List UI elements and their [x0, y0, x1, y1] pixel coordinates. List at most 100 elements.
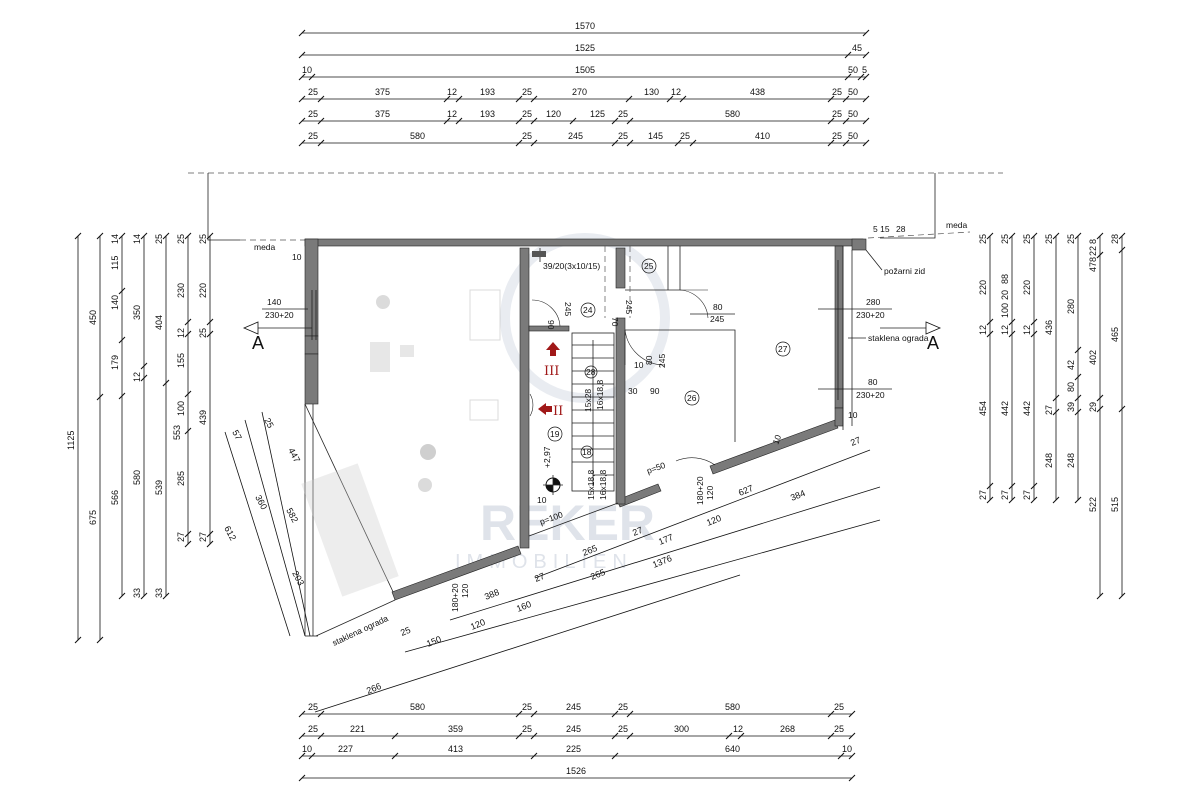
ldim4-4: 12	[132, 372, 142, 382]
ldim6-5: 155	[176, 353, 186, 368]
room-26: 26	[687, 393, 697, 403]
staklena-ograda-left: staklena ograda	[331, 613, 390, 648]
rdim1-5: 454	[978, 401, 988, 416]
dim-top-1525: 1525	[575, 43, 595, 53]
dim-r6-7: 25	[680, 131, 690, 141]
dim-r5-9: 580	[725, 109, 740, 119]
rdim4-1: 25	[1044, 234, 1054, 244]
rdim2-5: 100	[1000, 303, 1010, 318]
rdim4-5: 248	[1044, 453, 1054, 468]
door-80: 80	[713, 302, 723, 312]
ldiag-25: 25	[399, 625, 412, 638]
diag-447: 447	[286, 446, 302, 464]
ldim-1125: 1125	[66, 431, 76, 450]
rdim2-4: 20	[1000, 290, 1010, 300]
ldim3-4: 140	[110, 295, 120, 310]
ldim6-3: 230	[176, 283, 186, 298]
opening-140: 140	[267, 297, 281, 307]
room-24: 24	[583, 305, 593, 315]
dim-top-50a: 50	[848, 65, 858, 75]
dim-r5-10: 25	[832, 109, 842, 119]
bdim2-4: 25	[522, 724, 532, 734]
furniture-blur	[301, 289, 501, 597]
dim-r5-6: 120	[546, 109, 561, 119]
rdim5-8: 522	[1088, 497, 1098, 512]
ldiag-27b: 27	[631, 525, 644, 538]
dim-r4-2: 375	[375, 87, 390, 97]
ldim6-7: 285	[176, 471, 186, 486]
ldiag-266: 266	[365, 681, 383, 696]
ldim7-1: 25	[198, 234, 208, 244]
rdim1-3: 220	[978, 280, 988, 295]
rdim2-7: 442	[1000, 401, 1010, 416]
ldim5-3: 404	[154, 315, 164, 330]
ldiag-388: 388	[483, 587, 501, 602]
rdim7-1: 28	[1110, 234, 1120, 244]
bdim2-10: 25	[834, 724, 844, 734]
section-arrow-left	[242, 321, 259, 335]
door-120-a: 120	[460, 584, 470, 598]
rdim6-2: 22	[1088, 246, 1098, 256]
dim-r6-6: 145	[648, 131, 663, 141]
dim-10a: 10	[634, 360, 644, 370]
bdim1-2: 580	[410, 702, 425, 712]
annotations: 39/20(3x10/15) požarni zid staklena ogra…	[242, 224, 942, 648]
ldim3-3: 115	[110, 256, 120, 270]
rdim6-3: 478	[1088, 257, 1098, 272]
bdim2-1: 25	[308, 724, 318, 734]
dim-245-v: 245	[657, 354, 667, 368]
ldiag-27c: 27	[533, 571, 546, 584]
rdim3-5: 442	[1022, 401, 1032, 416]
dim-10d: 10	[848, 410, 858, 420]
stair-note: 39/20(3x10/15)	[543, 261, 600, 271]
opening-230-20-c: 230+20	[856, 390, 885, 400]
dim-top-10: 10	[302, 65, 312, 75]
bdim1-5: 25	[618, 702, 628, 712]
rdim5-7: 248	[1066, 453, 1076, 468]
opening-230-20-a: 230+20	[265, 310, 294, 320]
dim-r5-11: 50	[848, 109, 858, 119]
room-27: 27	[778, 344, 788, 354]
dim-r4-6: 270	[572, 87, 587, 97]
dim-top-1505: 1505	[575, 65, 595, 75]
ldiag-627: 627	[737, 483, 755, 498]
diag-612: 612	[222, 524, 238, 542]
bdim1-6: 580	[725, 702, 740, 712]
dim-90: 90	[546, 320, 556, 330]
bdim1-7: 25	[834, 702, 844, 712]
room-25: 25	[644, 261, 654, 271]
dim-r5-3: 12	[447, 109, 457, 119]
dim-r5-5: 25	[522, 109, 532, 119]
room-28: 28	[586, 367, 596, 377]
dim-r4-5: 25	[522, 87, 532, 97]
dim-245-b: 245	[624, 300, 634, 314]
roman-ii: II	[553, 404, 563, 419]
rdim2-3: 88	[1000, 274, 1010, 284]
rdim2-1: 25	[1000, 234, 1010, 244]
ldiag-120a: 120	[705, 513, 723, 528]
section-a-right: A	[927, 333, 939, 353]
ldim4-5: 580	[132, 470, 142, 485]
ldiag-177: 177	[657, 532, 675, 547]
building-walls	[304, 238, 867, 637]
rdim7-2: 465	[1110, 327, 1120, 342]
bdim2-9: 268	[780, 724, 795, 734]
left-dimension-lines: 1125 450 675 14 115 140 179 566 14 350 1…	[66, 232, 214, 644]
bdim3-2: 227	[338, 744, 353, 754]
rdim3-3: 220	[1022, 280, 1032, 295]
lower-diagonal-dimensions: 27 265 388 120 177 627 384 27 27 265 160…	[314, 435, 881, 713]
rdim4-3: 436	[1044, 320, 1054, 335]
dim-r5-4: 193	[480, 109, 495, 119]
rdim5-6: 39	[1066, 402, 1076, 412]
bdim2-7: 300	[674, 724, 689, 734]
bdim3-6: 10	[842, 744, 852, 754]
bdim3-4: 225	[566, 744, 581, 754]
section-arrow-right	[925, 321, 942, 335]
rdim1-4: 12	[978, 325, 988, 335]
dim-r6-1: 25	[308, 131, 318, 141]
section-a-left: A	[252, 333, 264, 353]
rdim6-4: 402	[1088, 350, 1098, 365]
bdim1-1: 25	[308, 702, 318, 712]
door-120-b: 120	[705, 486, 715, 500]
